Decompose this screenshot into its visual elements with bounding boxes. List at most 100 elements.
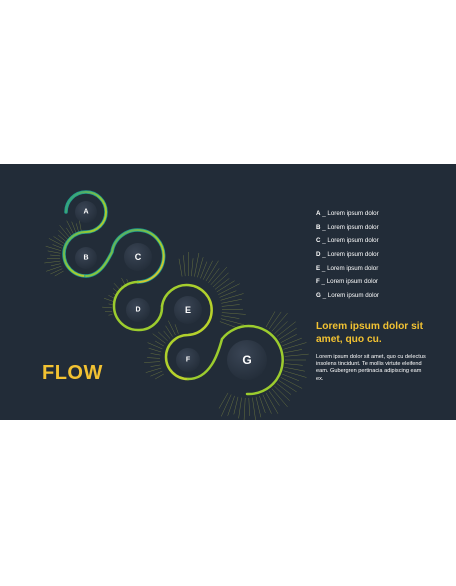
sunburst-ray (165, 325, 173, 337)
sunburst-ray (102, 306, 113, 309)
flow-path (62, 190, 284, 396)
sunburst-ray (283, 342, 307, 350)
node-label-e: E (185, 305, 191, 315)
sunburst-ray (248, 397, 250, 416)
flow-node-f[interactable]: F (176, 348, 200, 372)
sunburst-ray (259, 395, 266, 413)
sunburst-ray (218, 283, 240, 295)
sunburst-ray (194, 252, 200, 277)
sunburst-ray (47, 250, 61, 254)
flow-node-a[interactable]: A (75, 201, 97, 223)
sunburst-ray (238, 397, 242, 419)
sunburst-ray (221, 298, 242, 304)
sunburst-ray (103, 297, 114, 302)
sunburst-ray (212, 272, 229, 288)
legend-text: Lorem ipsum dolor (327, 237, 379, 245)
flow-node-d[interactable]: D (126, 298, 150, 322)
slide-panel: A B C D E F G FLOW A _ Lorem ipsum dolor (0, 164, 456, 420)
slide-title: FLOW (42, 362, 103, 384)
sunburst-ray (202, 260, 213, 280)
sunburst-ray (147, 357, 161, 359)
legend-text: Lorem ipsum dolor (327, 210, 379, 217)
legend-item: B _ Lorem ipsum dolor (316, 221, 379, 235)
node-circle (75, 201, 97, 223)
sunburst-ray (282, 373, 300, 382)
legend-item: A _ Lorem ipsum dolor (316, 207, 379, 221)
sunburst-ray (44, 260, 61, 264)
legend-key: F (316, 278, 320, 286)
legend-text: Lorem ipsum dolor (326, 278, 378, 286)
sunburst-ray (163, 330, 171, 339)
node-circle (126, 298, 150, 322)
sunburst-ray (200, 261, 208, 279)
node-label-d: D (135, 307, 140, 314)
sunburst-ray (276, 383, 292, 395)
sunburst-ray (58, 234, 67, 242)
sunburst-ray (233, 396, 239, 415)
legend-key: E (316, 264, 321, 272)
sunburst-ray (221, 304, 240, 307)
sunburst-ray (282, 337, 302, 347)
sunburst-ray (152, 333, 166, 344)
sunburst-ray (221, 312, 246, 315)
section-heading: Lorem ipsum dolor sit amet, quo cu. (316, 321, 423, 345)
legend-separator: _ (322, 210, 326, 217)
sunburst-ray (45, 245, 62, 251)
node-label-c: C (135, 252, 142, 262)
flow-node-b[interactable]: B (75, 247, 97, 269)
sunburst-ray (268, 311, 282, 330)
sunburst-ray (262, 394, 272, 414)
sunburst-ray (183, 255, 186, 277)
flow-node-c[interactable]: C (124, 243, 152, 271)
legend-separator: _ (322, 237, 326, 245)
sunburst-ray (243, 397, 246, 420)
sunburst-ray (216, 280, 235, 293)
sunburst-ray (145, 367, 162, 373)
legend-text: Lorem ipsum dolor (327, 292, 379, 300)
sunburst-ray (268, 390, 280, 406)
sunburst-ray (221, 315, 240, 319)
sunburst-ray (147, 342, 163, 350)
sunburst-ray (71, 221, 77, 234)
sunburst-ray (59, 225, 70, 238)
sunburst-ray (53, 236, 65, 244)
sunburst-ray (284, 353, 309, 357)
body-paragraph: Lorem ipsum dolor sit amet, quo cu delec… (316, 354, 426, 382)
sunburst-ray (66, 220, 75, 236)
sunburst-ray (271, 388, 288, 408)
sunburst-ray (227, 395, 235, 416)
flow-node-e[interactable]: E (174, 296, 202, 324)
sunburst-ray (284, 363, 303, 366)
legend-text: Lorem ipsum dolor (327, 223, 379, 231)
sunburst-ray (280, 334, 297, 343)
sunburst-ray (252, 397, 256, 420)
sunburst-ray (168, 320, 176, 336)
sunburst-ray (274, 386, 290, 401)
sunburst-ray (50, 263, 61, 267)
legend-item: D _ Lorem ipsum dolor (316, 248, 379, 262)
sunburst-ray (150, 364, 161, 367)
sunburst-ray (52, 244, 62, 249)
legend-separator: _ (321, 264, 326, 272)
sunburst-ray (274, 321, 288, 334)
sunburst-ray (278, 327, 297, 340)
sunburst-ray (150, 370, 163, 377)
sunburst-ray (219, 290, 237, 298)
sunburst-ray (220, 293, 244, 301)
sunburst-ray (108, 303, 113, 305)
sunburst-ray (78, 219, 82, 233)
sunburst-ray (214, 278, 230, 290)
sunburst-ray (158, 331, 168, 341)
sunburst-ray (108, 295, 115, 299)
sunburst-ray (46, 265, 62, 272)
sunburst-ray (255, 396, 262, 418)
flow-diagram: A B C D E F G (44, 190, 309, 420)
sunburst-ray (191, 258, 194, 277)
sunburst-ray (265, 311, 276, 328)
sunburst-ray (197, 257, 204, 278)
sunburst-ray (284, 349, 303, 354)
node-label-f: F (186, 357, 191, 364)
flow-node-g[interactable]: G (227, 340, 267, 380)
sunburst-ray (58, 230, 68, 240)
legend-text: Lorem ipsum dolor (327, 251, 379, 259)
